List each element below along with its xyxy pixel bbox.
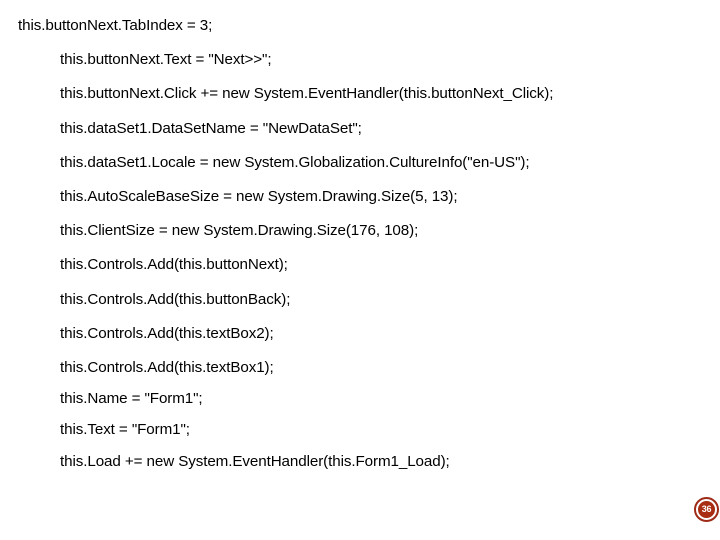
page-number-label: 36: [701, 504, 712, 514]
code-line: this.AutoScaleBaseSize = new System.Draw…: [60, 188, 458, 206]
code-line: this.Controls.Add(this.textBox2);: [60, 324, 274, 342]
badge-inner-circle: [697, 500, 716, 519]
badge-outer-ring: [694, 497, 719, 522]
code-line: this.Controls.Add(this.textBox1);: [60, 359, 274, 377]
code-line: this.buttonNext.TabIndex = 3;: [18, 17, 213, 34]
code-line: this.Name = "Form1";: [60, 390, 203, 408]
code-line: this.buttonNext.Text = "Next>>";: [60, 51, 272, 69]
code-line: this.Load += new System.EventHandler(thi…: [60, 452, 450, 470]
code-line: this.Text = "Form1";: [60, 421, 190, 439]
code-line: this.Controls.Add(this.buttonNext);: [60, 256, 288, 274]
code-line: this.buttonNext.Click += new System.Even…: [60, 85, 554, 103]
code-line: this.ClientSize = new System.Drawing.Siz…: [60, 222, 419, 240]
code-line: this.dataSet1.DataSetName = "NewDataSet"…: [60, 119, 362, 137]
page-number-badge: 36: [694, 497, 719, 522]
code-line: this.Controls.Add(this.buttonBack);: [60, 290, 291, 308]
code-listing: this.buttonNext.TabIndex = 3; this.butto…: [18, 17, 554, 470]
code-line: this.dataSet1.Locale = new System.Global…: [60, 153, 530, 171]
